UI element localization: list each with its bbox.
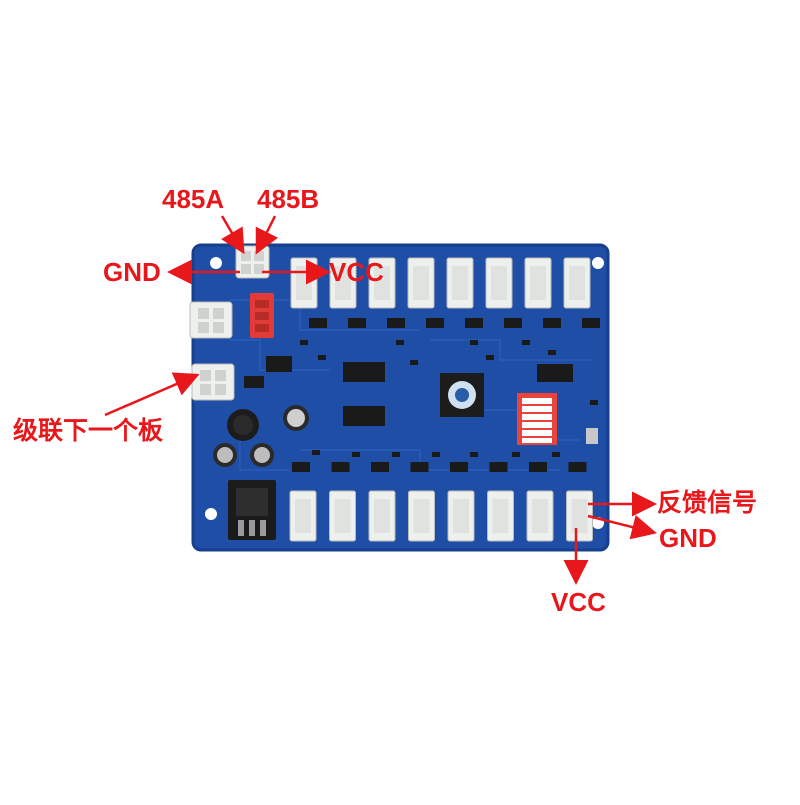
top-connector	[446, 257, 483, 328]
arrow-485b	[255, 215, 279, 255]
label-485b: 485B	[257, 184, 320, 214]
label-485a: 485A	[162, 184, 225, 214]
bottom-connector	[447, 462, 475, 542]
annotation-arrows	[104, 215, 657, 585]
label-cascade-next-board: 级联下一个板	[13, 416, 164, 445]
arrow-485a	[220, 215, 245, 255]
red-terminal-connector	[250, 293, 274, 338]
capacitors	[213, 405, 309, 467]
voltage-regulator	[228, 480, 276, 540]
bottom-connector	[566, 462, 593, 542]
label-gnd-right: GND	[659, 523, 717, 553]
top-connector	[524, 257, 561, 328]
integrated-circuits	[244, 356, 573, 426]
bottom-connector	[408, 462, 435, 542]
top-connector-row	[290, 257, 600, 328]
bottom-connector	[487, 462, 514, 542]
label-feedback-signal: 反馈信号	[657, 488, 758, 517]
cascade-connector-lower	[191, 363, 235, 401]
top-connector	[368, 257, 405, 328]
top-connector	[563, 257, 600, 328]
label-vcc-top: VCC	[329, 257, 384, 287]
arrow-gnd-right	[587, 514, 657, 540]
smd-components	[300, 340, 598, 457]
bottom-connector	[289, 462, 317, 542]
label-vcc-bottom: VCC	[551, 587, 606, 617]
top-connector	[485, 257, 522, 328]
crystal-oscillator	[586, 428, 598, 444]
bottom-connector	[368, 462, 396, 542]
bottom-connector	[526, 462, 554, 542]
main-controller-chip	[440, 373, 484, 417]
bottom-connector-row	[289, 462, 593, 542]
label-gnd-top: GND	[103, 257, 161, 287]
arrow-cascade	[104, 372, 200, 417]
bottom-connector	[329, 462, 356, 542]
dip-switch	[517, 393, 557, 445]
top-connector	[407, 257, 444, 328]
cascade-connector-upper	[189, 301, 233, 339]
